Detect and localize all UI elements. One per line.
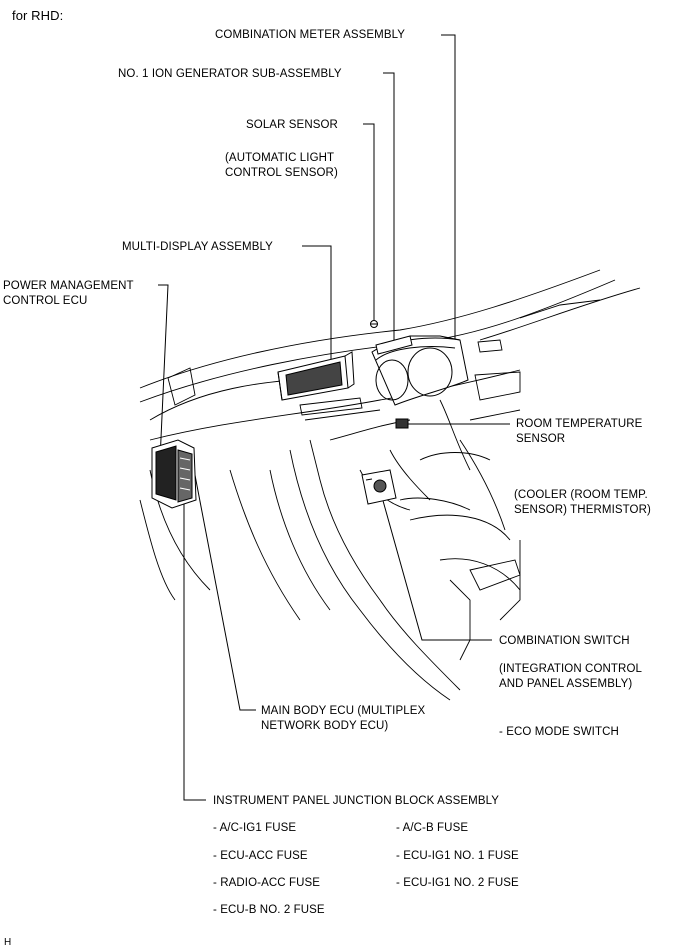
combination-switch-note-line-2: AND PANEL ASSEMBLY) <box>499 678 633 690</box>
multi-display-shape <box>277 351 355 401</box>
solar-note-line-1: (AUTOMATIC LIGHT <box>225 152 335 164</box>
label-main-body-ecu: MAIN BODY ECU (MULTIPLEX NETWORK BODY EC… <box>261 704 425 734</box>
fuse-item: - ECU-ACC FUSE <box>213 850 308 862</box>
label-multi-display: MULTI-DISPLAY ASSEMBLY <box>122 241 273 253</box>
fuse-item: - A/C-IG1 FUSE <box>213 822 297 834</box>
label-combination-switch: COMBINATION SWITCH <box>499 635 630 647</box>
main-body-ecu-line-2: NETWORK BODY ECU) <box>261 720 389 732</box>
fuse-item: - RADIO-ACC FUSE <box>213 877 321 889</box>
combination-meter-shape <box>371 335 469 406</box>
leader-multi-display <box>302 245 332 368</box>
page-header: for RHD: <box>12 8 64 23</box>
leader-junction-block <box>183 480 206 801</box>
label-ion-generator: NO. 1 ION GENERATOR SUB-ASSEMBLY <box>118 68 342 80</box>
fuse-item: - ECU-IG1 NO. 2 FUSE <box>396 877 519 889</box>
label-junction-block: INSTRUMENT PANEL JUNCTION BLOCK ASSEMBLY <box>213 795 500 807</box>
leader-main-body-ecu <box>193 469 256 711</box>
combination-switch-shape <box>361 469 397 505</box>
power-mgmt-line-2: CONTROL ECU <box>3 295 88 307</box>
label-room-temp: ROOM TEMPERATURE SENSOR <box>516 417 642 447</box>
cooler-note-line-2: SENSOR) THERMISTOR) <box>514 504 651 516</box>
leader-lines <box>158 34 510 801</box>
label-cooler-note: (COOLER (ROOM TEMP. SENSOR) THERMISTOR) <box>514 488 651 518</box>
ecu-junction-block-shape <box>151 439 197 509</box>
room-temp-line-2: SENSOR <box>516 433 566 445</box>
leader-combination-meter <box>441 34 456 350</box>
leader-solar-sensor <box>363 123 375 320</box>
fuse-item: - ECU-IG1 NO. 1 FUSE <box>396 850 519 862</box>
leader-ion-generator <box>383 72 395 340</box>
dashboard-outline <box>139 269 641 701</box>
label-solar-sensor: SOLAR SENSOR <box>246 119 338 131</box>
room-temp-sensor-shape <box>395 418 409 429</box>
fuse-item: - ECU-B NO. 2 FUSE <box>213 904 325 916</box>
main-body-ecu-line-1: MAIN BODY ECU (MULTIPLEX <box>261 705 426 717</box>
fuse-item: - A/C-B FUSE <box>396 822 469 834</box>
solar-sensor-shape <box>370 320 378 328</box>
label-combination-meter: COMBINATION METER ASSEMBLY <box>215 29 406 41</box>
label-combination-switch-note: (INTEGRATION CONTROL AND PANEL ASSEMBLY) <box>499 662 642 692</box>
room-temp-line-1: ROOM TEMPERATURE <box>516 418 643 430</box>
combination-switch-note-line-1: (INTEGRATION CONTROL <box>499 663 642 675</box>
cooler-note-line-1: (COOLER (ROOM TEMP. <box>514 489 648 501</box>
leader-combination-switch <box>379 489 492 641</box>
label-solar-sensor-note: (AUTOMATIC LIGHT CONTROL SENSOR) <box>225 151 338 181</box>
label-eco-mode: - ECO MODE SWITCH <box>499 726 619 738</box>
leader-power-mgmt <box>158 284 169 461</box>
power-mgmt-line-1: POWER MANAGEMENT <box>3 280 134 292</box>
label-power-mgmt: POWER MANAGEMENT CONTROL ECU <box>3 279 134 309</box>
figure-code: H <box>4 937 12 948</box>
solar-note-line-2: CONTROL SENSOR) <box>225 167 338 179</box>
